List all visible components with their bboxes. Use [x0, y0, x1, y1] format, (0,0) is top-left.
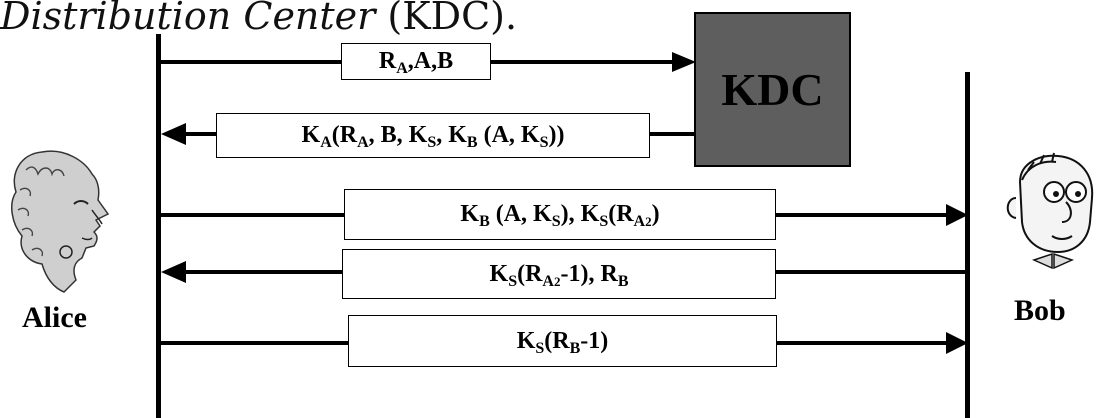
msg5-box: KS(RB-1)	[348, 315, 777, 367]
nested-subscript: 2	[553, 273, 561, 289]
kdc-box: KDC	[694, 12, 851, 167]
message-label: KS(RA2-1), RB	[489, 260, 629, 290]
subscript: S	[599, 213, 609, 230]
subscript: A2	[633, 213, 652, 230]
caption-rest-text: (KDC).	[375, 0, 518, 38]
bob-avatar	[1006, 152, 1094, 270]
nested-subscript: 2	[645, 214, 652, 229]
bob-lifeline	[965, 72, 970, 418]
msg3-box: KB (A, KS), KS(RA2)	[344, 189, 776, 240]
slide-caption: Distribution Center (KDC).	[0, 0, 640, 46]
alice-lifeline	[156, 34, 161, 418]
kdc-label: KDC	[721, 64, 824, 115]
subscript: S	[551, 213, 561, 230]
msg4-box: KS(RA2-1), RB	[342, 249, 776, 299]
alice-label: Alice	[22, 301, 87, 334]
subscript: S	[535, 339, 545, 357]
msg3-arrowhead	[946, 204, 968, 226]
message-label: RA,A,B	[378, 48, 454, 77]
msg1-box: RA,A,B	[341, 43, 491, 80]
subscript: B	[466, 134, 478, 151]
message-label: KA(RA, B, KS, KB (A, KS))	[301, 122, 565, 151]
msg2-arrowhead	[161, 123, 186, 145]
subscript: S	[427, 134, 437, 151]
msg5-arrowhead	[946, 332, 968, 354]
subscript: B	[569, 339, 581, 357]
msg1-arrowhead	[672, 52, 696, 72]
msg4-arrowhead	[161, 261, 186, 283]
subscript: B	[479, 213, 490, 230]
message-label: KS(RB-1)	[516, 327, 609, 357]
subscript: A	[396, 60, 408, 77]
subscript: A2	[542, 272, 561, 290]
subscript: B	[617, 272, 629, 290]
alice-avatar	[10, 150, 110, 293]
subscript: S	[539, 134, 549, 151]
caption-italic-text: Distribution Center	[0, 0, 376, 38]
subscript: A	[357, 134, 369, 151]
msg2-box: KA(RA, B, KS, KB (A, KS))	[216, 113, 650, 158]
message-label: KB (A, KS), KS(RA2)	[460, 201, 660, 230]
bob-label: Bob	[1014, 294, 1066, 327]
subscript: A	[320, 134, 332, 151]
subscript: S	[508, 272, 518, 290]
